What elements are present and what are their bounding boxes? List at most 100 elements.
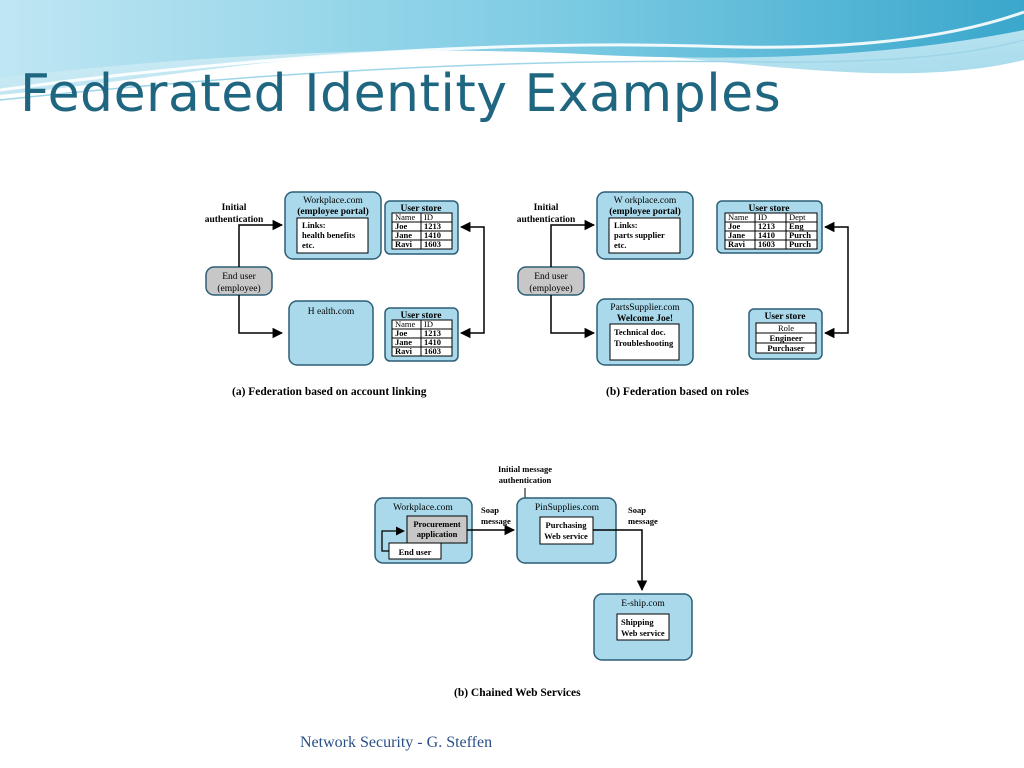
- c-initial-msg-line2: authentication: [499, 475, 552, 485]
- a-bot-hdr-name: Name: [395, 319, 416, 329]
- a-initial-auth-line2: authentication: [205, 215, 264, 225]
- a-workplace-label1: Workplace.com: [303, 196, 363, 206]
- wave-line: [0, 39, 1024, 101]
- a-arrow-to-workplace: [238, 219, 284, 267]
- b-workplace-label2: (employee portal): [609, 206, 681, 217]
- c-eship-label: E-ship.com: [621, 599, 665, 609]
- slide-footer: Network Security - G. Steffen: [300, 734, 493, 751]
- a-top-row3-name: Ravi: [395, 239, 413, 249]
- c-shipping-box: [616, 613, 670, 641]
- a-links-line1: Links:: [302, 220, 326, 230]
- b-parts-links-line2: Troubleshooting: [614, 338, 674, 348]
- b-user-store-table: Name ID Dept Joe 1213 Eng Jane 1410 Purc…: [724, 212, 818, 250]
- a-top-row2-id: 1410: [424, 230, 441, 240]
- a-caption: (a) Federation based on account linking: [232, 386, 427, 398]
- a-health-label: H ealth.com: [308, 307, 355, 317]
- a-bot-row3-name: Ravi: [395, 346, 413, 356]
- a-workplace-label2: (employee portal): [297, 206, 369, 217]
- c-soap1-line2: message: [481, 516, 511, 526]
- b-row1-id: 1213: [758, 221, 775, 231]
- c-procurement-line2: application: [417, 529, 458, 539]
- c-end-user-label: End user: [399, 547, 432, 557]
- b-workplace-label1: W orkplace.com: [614, 196, 677, 206]
- b-row3-name: Ravi: [728, 239, 746, 249]
- a-top-row3-id: 1603: [424, 239, 441, 249]
- b-caption: (b) Federation based on roles: [606, 386, 749, 398]
- b-initial-auth-line1: Initial: [534, 203, 559, 213]
- a-bot-row1-name: Joe: [395, 328, 408, 338]
- b-links-line1: Links:: [614, 220, 638, 230]
- a-bot-hdr-id: ID: [424, 319, 433, 329]
- a-user-store-top-title: User store: [400, 204, 441, 214]
- b-end-user-label1: End user: [534, 272, 568, 282]
- c-soap2-line1: Soap: [628, 505, 646, 515]
- b-end-user-label2: (employee): [529, 283, 572, 294]
- a-initial-auth-line1: Initial: [222, 203, 247, 213]
- b-arrow-to-workplace: [550, 219, 596, 267]
- wave-highlight: [0, 10, 1024, 92]
- b-links-box: [608, 217, 681, 254]
- c-arrow-to-eship: [593, 529, 648, 592]
- c-caption: (b) Chained Web Services: [454, 687, 581, 699]
- c-purchasing-line2: Web service: [544, 531, 588, 541]
- b-row3-dept: Purch: [789, 239, 811, 249]
- a-bot-row1-id: 1213: [424, 328, 441, 338]
- a-end-user-label2: (employee): [217, 283, 260, 294]
- b-parts-label2: Welcome Joe!: [617, 314, 673, 324]
- b-roles-table: Role Engineer Purchaser: [755, 322, 817, 354]
- c-initial-msg-line1: Initial message: [498, 464, 552, 474]
- b-role-engineer: Engineer: [769, 333, 802, 343]
- b-parts-links-line1: Technical doc.: [614, 327, 666, 337]
- b-arrow-to-parts: [550, 295, 596, 339]
- b-row1-name: Joe: [728, 221, 741, 231]
- a-bot-row2-name: Jane: [395, 337, 412, 347]
- b-initial-auth-line2: authentication: [517, 215, 576, 225]
- b-row3-id: 1603: [758, 239, 775, 249]
- a-bot-row2-id: 1410: [424, 337, 441, 347]
- c-workplace-label: Workplace.com: [393, 503, 453, 513]
- b-roles-title: User store: [764, 312, 805, 322]
- c-soap1-line1: Soap: [481, 505, 499, 515]
- a-arrow-to-health: [238, 295, 284, 339]
- a-user-store-bottom-table: Name ID Joe 1213 Jane 1410 Ravi 1603: [391, 319, 453, 357]
- b-hdr-id: ID: [758, 212, 767, 222]
- a-user-store-top-table: Name ID Joe 1213 Jane 1410 Ravi 1603: [391, 212, 453, 250]
- b-links-line2: parts supplier: [614, 230, 665, 240]
- a-top-hdr-name: Name: [395, 212, 416, 222]
- b-user-store-title: User store: [748, 204, 789, 214]
- b-row2-dept: Purch: [789, 230, 811, 240]
- a-links-box: [296, 217, 369, 254]
- b-parts-label1: PartsSupplier.com: [610, 303, 680, 313]
- diagram-account-linking: Initial authentication End user (employe…: [205, 191, 485, 398]
- c-soap2-line2: message: [628, 516, 658, 526]
- a-top-row1-id: 1213: [424, 221, 441, 231]
- a-links-line3: etc.: [302, 240, 315, 250]
- diagram-chained-services: Initial message authentication Workplace…: [374, 464, 693, 699]
- a-links-line2: health benefits: [302, 230, 356, 240]
- c-purchasing-line1: Purchasing: [546, 520, 588, 530]
- figure-background: [182, 180, 872, 725]
- b-hdr-name: Name: [728, 212, 749, 222]
- b-roles-arrow: [823, 221, 849, 339]
- a-top-row2-name: Jane: [395, 230, 412, 240]
- c-loop-arrow: [381, 526, 405, 552]
- b-parts-links-box: [609, 323, 680, 361]
- slide-title: Federated Identity Examples: [20, 64, 782, 124]
- a-bot-row3-id: 1603: [424, 346, 441, 356]
- a-top-row1-name: Joe: [395, 221, 408, 231]
- a-user-store-bottom-title: User store: [400, 311, 441, 321]
- b-role-purchaser: Purchaser: [767, 343, 804, 353]
- c-pinsupplies-label: PinSupplies.com: [535, 503, 600, 513]
- c-procurement-line1: Procurement: [413, 519, 461, 529]
- diagram-roles: Initial authentication End user (employe…: [517, 191, 849, 398]
- a-health-box: [288, 300, 374, 366]
- wave-front: [0, 0, 1024, 78]
- b-role-header: Role: [778, 323, 794, 333]
- b-row2-id: 1410: [758, 230, 775, 240]
- a-linking-arrow: [459, 221, 485, 339]
- b-links-line3: etc.: [614, 240, 627, 250]
- b-row2-name: Jane: [728, 230, 745, 240]
